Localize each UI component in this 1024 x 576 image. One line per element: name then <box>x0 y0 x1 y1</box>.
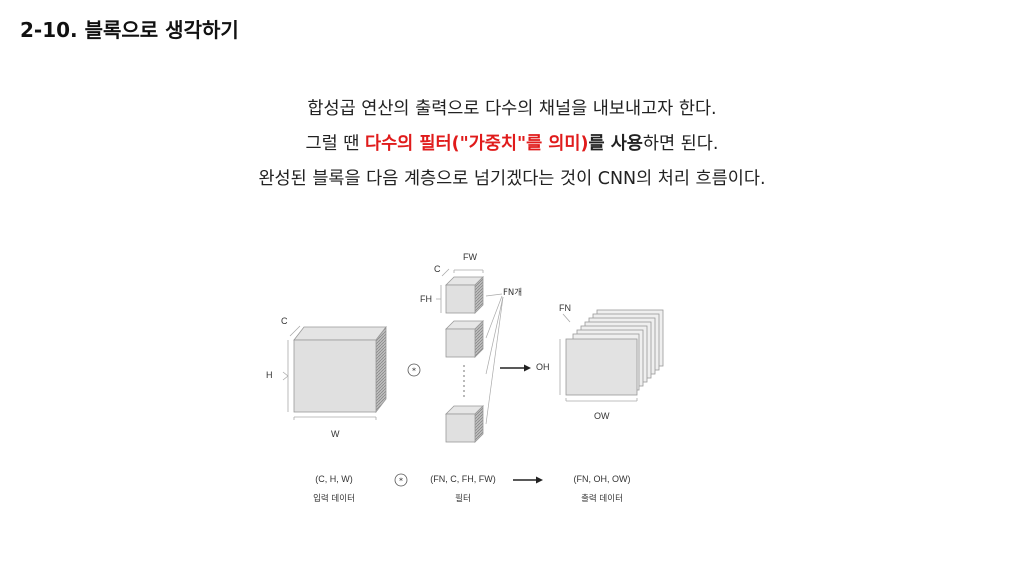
input-caption: 입력 데이터 <box>313 493 355 504</box>
output-shape-label: (FN, OH, OW) <box>574 474 631 484</box>
highlight-use: 를 사용 <box>588 134 643 154</box>
output-fn-bracket <box>562 313 571 323</box>
filter-shape-label: (FN, C, FH, FW) <box>430 474 495 484</box>
output-block-stack <box>565 309 664 396</box>
input-block <box>293 325 387 414</box>
input-w-bracket <box>293 416 377 420</box>
filter-block-1 <box>445 276 484 314</box>
filter-block-n <box>445 405 484 443</box>
filter-c-bracket <box>441 268 450 277</box>
input-shape-label: (C, H, W) <box>315 474 353 484</box>
shape-operator-icon: * <box>394 473 408 487</box>
output-ow-bracket <box>565 398 638 402</box>
output-caption: 출력 데이터 <box>581 493 623 504</box>
line2-prefix: 그럴 땐 <box>305 134 365 154</box>
filter-c-label: C <box>434 264 441 274</box>
svg-text:*: * <box>399 477 403 486</box>
filter-ellipsis-dots <box>463 365 465 397</box>
svg-text:*: * <box>412 367 416 376</box>
filter-fh-label: FH <box>420 294 432 304</box>
line2-suffix: 하면 된다. <box>642 134 719 154</box>
highlight-multiple-filters: 다수의 필터("가중치"를 의미) <box>364 134 589 154</box>
convolution-operator-icon: * <box>407 363 421 377</box>
description-paragraph: 합성곱 연산의 출력으로 다수의 채널을 내보내고자 한다. 그럴 땐 다수의 … <box>0 92 1024 197</box>
output-ow-label: OW <box>594 411 610 421</box>
filter-fh-bracket <box>436 285 442 313</box>
filter-fw-label: FW <box>463 252 477 262</box>
filter-count-label: FN개 <box>503 287 522 298</box>
filter-caption: 필터 <box>455 493 471 504</box>
arrow-to-output-icon <box>500 364 531 372</box>
description-line-3: 완성된 블록을 다음 계층으로 넘기겠다는 것이 CNN의 처리 흐름이다. <box>258 169 766 189</box>
input-h-label: H <box>266 370 273 380</box>
filter-block-2 <box>445 320 484 358</box>
input-h-bracket <box>282 340 289 412</box>
input-w-label: W <box>331 429 340 439</box>
input-c-label: C <box>281 316 288 326</box>
description-line-2: 그럴 땐 다수의 필터("가중치"를 의미)를 사용하면 된다. <box>0 127 1024 162</box>
output-oh-label: OH <box>536 362 550 372</box>
filter-fw-bracket <box>453 269 484 273</box>
description-line-1: 합성곱 연산의 출력으로 다수의 채널을 내보내고자 한다. <box>307 99 717 119</box>
filter-count-lines <box>485 293 504 425</box>
input-c-bracket <box>289 325 301 337</box>
shape-arrow-icon <box>513 476 543 484</box>
output-fn-label: FN <box>559 303 571 313</box>
page-title: 2-10. 블록으로 생각하기 <box>20 18 239 42</box>
